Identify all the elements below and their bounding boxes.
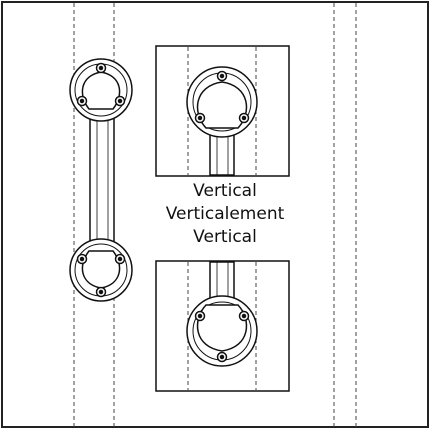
label-spanish: Vertical <box>193 227 257 247</box>
label-english: Vertical <box>193 181 257 201</box>
grab-bar-full <box>69 58 133 302</box>
bottom-mount-detail <box>155 260 290 392</box>
top-mount-detail <box>155 45 290 177</box>
orientation-labels: Vertical Verticalement Vertical <box>150 180 300 249</box>
grab-bar-tube <box>89 107 115 254</box>
label-french: Verticalement <box>165 204 285 224</box>
